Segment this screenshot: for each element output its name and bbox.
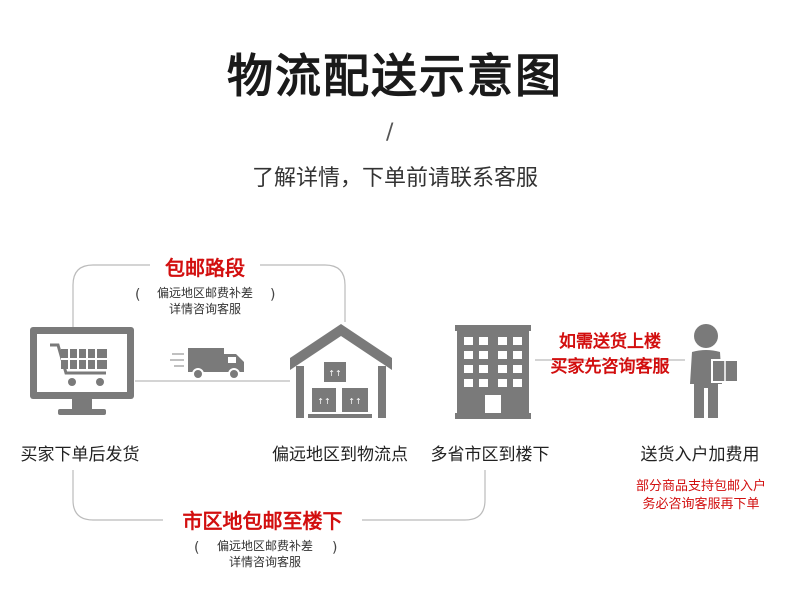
node-label-city: 多省市区到楼下 bbox=[430, 445, 550, 465]
building-icon bbox=[455, 325, 531, 419]
delivery-person-icon bbox=[690, 324, 739, 418]
bottom-route-paren-close: ) bbox=[332, 540, 338, 556]
title-divider: / bbox=[386, 120, 394, 145]
warehouse-icon: ↑↑ ↑↑ ↑↑ bbox=[290, 324, 392, 418]
upstairs-line-1: 如需送货上楼 bbox=[559, 332, 661, 352]
top-route-paren-close: ) bbox=[270, 287, 276, 303]
node-label-remote: 偏远地区到物流点 bbox=[272, 445, 408, 465]
top-route-title: 包邮路段 bbox=[165, 256, 245, 280]
bottom-route-paren-open: ( bbox=[194, 540, 200, 556]
svg-text:↑↑: ↑↑ bbox=[348, 397, 361, 406]
footnote-line-2: 务必咨询客服再下单 bbox=[642, 497, 760, 512]
computer-cart-icon bbox=[30, 327, 134, 415]
node-label-home: 送货入户加费用 bbox=[640, 445, 760, 465]
bottom-route-note-2: 详情咨询客服 bbox=[228, 555, 301, 569]
footnote-line-1: 部分商品支持包邮入户 bbox=[635, 479, 766, 494]
svg-text:↑↑: ↑↑ bbox=[328, 369, 341, 378]
bottom-route-title: 市区地包邮至楼下 bbox=[182, 509, 343, 533]
truck-icon bbox=[170, 348, 244, 380]
svg-text:↑↑: ↑↑ bbox=[317, 397, 330, 406]
node-label-order: 买家下单后发货 bbox=[20, 445, 140, 465]
page-title: 物流配送示意图 bbox=[227, 49, 563, 103]
top-route-paren-open: ( bbox=[135, 287, 141, 303]
bottom-route-line bbox=[72, 470, 486, 521]
bottom-route-note-1: 偏远地区邮费补差 bbox=[216, 539, 313, 553]
upstairs-line-2: 买家先咨询客服 bbox=[550, 357, 670, 377]
page-subtitle: 了解详情，下单前请联系客服 bbox=[251, 166, 538, 191]
top-route-note-2: 详情咨询客服 bbox=[168, 302, 241, 316]
top-route-line bbox=[72, 264, 346, 335]
top-route-note-1: 偏远地区邮费补差 bbox=[156, 286, 253, 300]
